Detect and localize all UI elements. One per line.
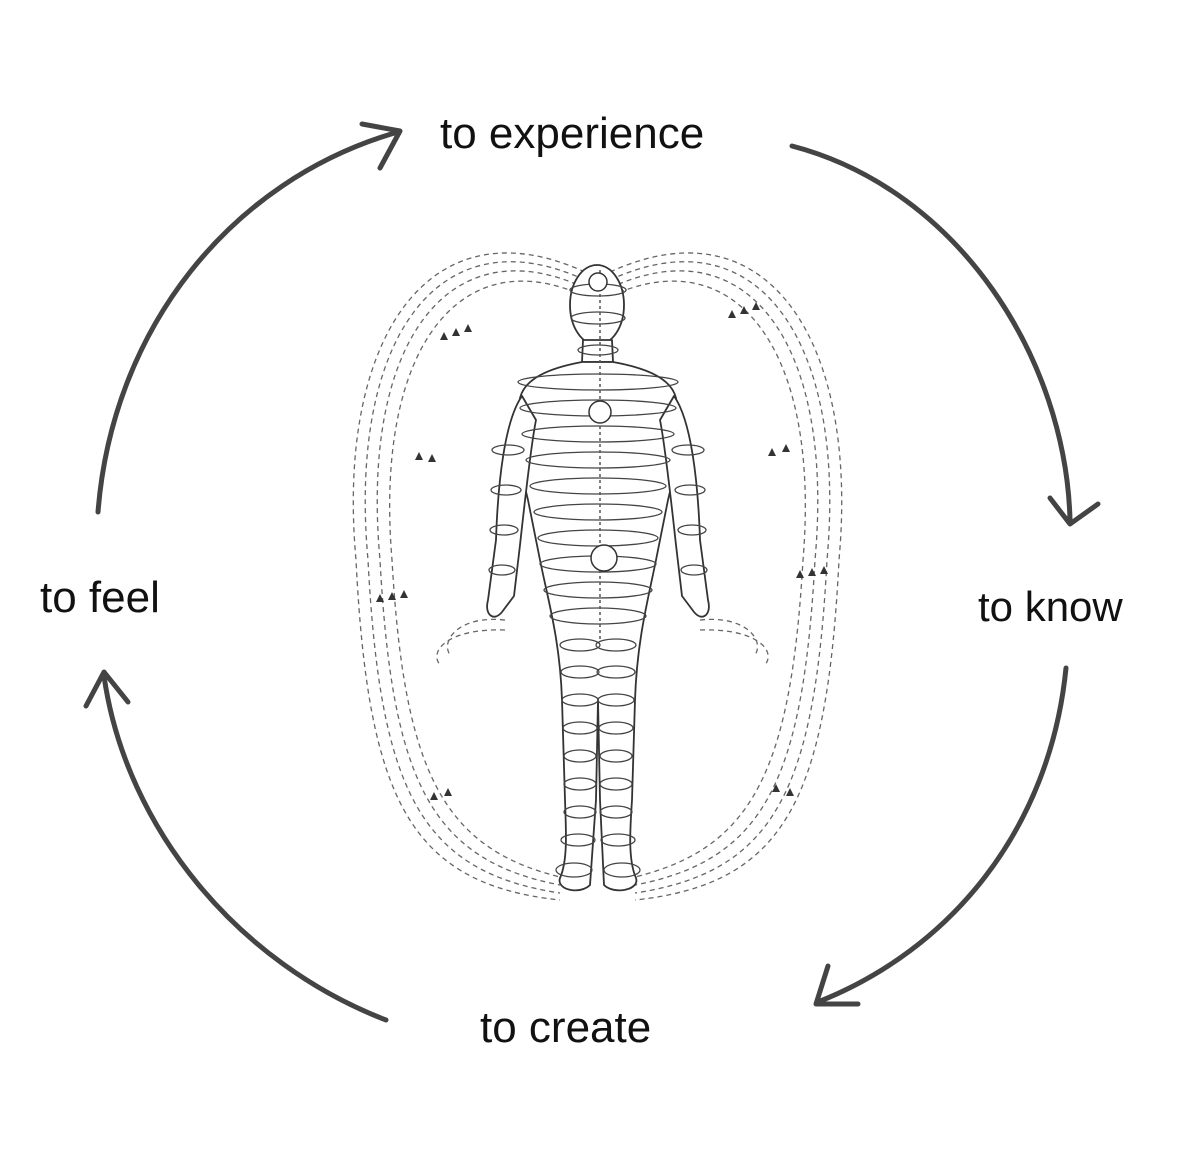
chakra-points: [588, 272, 618, 572]
neck: [581, 339, 614, 363]
human-figure: [486, 264, 710, 892]
arrow-create-to-feel: [101, 673, 389, 1023]
step-label-to-feel: to feel: [40, 573, 160, 622]
arrowhead-feel: [83, 669, 131, 709]
arrowhead-experience: [359, 121, 403, 171]
crown-chakra: [588, 272, 608, 292]
step-label-to-experience: to experience: [440, 109, 705, 158]
step-label-to-know: to know: [978, 583, 1123, 630]
field-arrow-marks: [376, 302, 828, 800]
arrow-experience-to-know: [789, 143, 1073, 523]
sacral-chakra: [590, 544, 618, 572]
energy-field-left: [352, 252, 586, 901]
arrowhead-create: [813, 963, 861, 1007]
arrow-feel-to-experience: [95, 129, 401, 515]
step-label-to-create: to create: [480, 1003, 652, 1052]
torso-legs: [517, 361, 679, 892]
cycle-arrows: [83, 121, 1101, 1023]
arrow-know-to-create: [815, 665, 1069, 1005]
energy-body-illustration: [352, 252, 843, 901]
energy-field-right: [609, 252, 843, 901]
arrowhead-know: [1047, 495, 1101, 527]
heart-chakra: [588, 400, 612, 424]
